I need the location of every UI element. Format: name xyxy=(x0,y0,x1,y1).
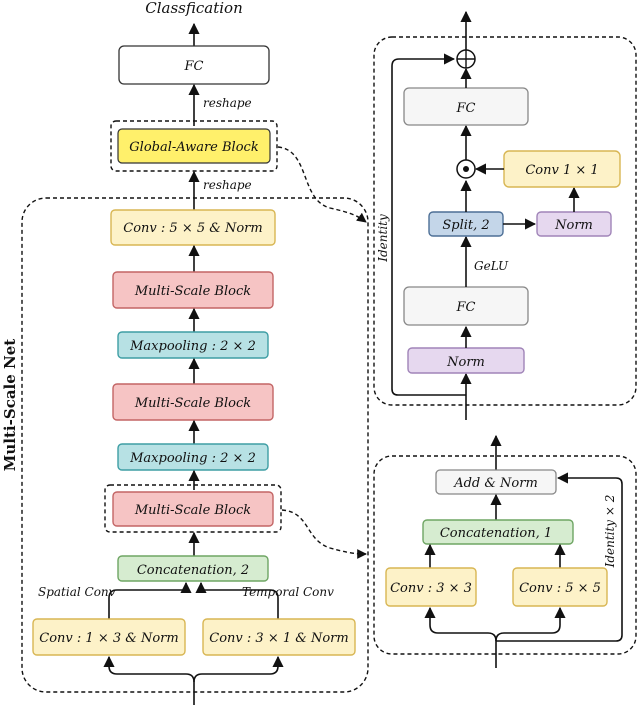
maxpooling-2-label: Maxpooling : 2 × 2 xyxy=(129,339,256,354)
conv-spatial-label: Conv : 1 × 3 & Norm xyxy=(39,631,178,646)
msb-conv5-label: Conv : 5 × 5 xyxy=(519,581,601,596)
global-norm-right-label: Norm xyxy=(554,218,593,233)
multi-scale-block-1 xyxy=(112,491,274,527)
global-aware-block-label: Global-Aware Block xyxy=(129,140,259,155)
concatenation-1-label: Concatenation, 1 xyxy=(440,526,552,541)
reshape-bottom-label: reshape xyxy=(203,178,252,192)
msb-conv5-box xyxy=(512,567,608,607)
conv5-norm-label: Conv : 5 × 5 & Norm xyxy=(123,221,262,236)
msb-conv3-label: Conv : 3 × 3 xyxy=(390,581,472,596)
concatenation-2-label: Concatenation, 2 xyxy=(137,563,249,578)
residual-add-icon xyxy=(456,49,476,69)
multi-scale-block-2-label: Multi-Scale Block xyxy=(134,396,251,411)
msb-conv3-box xyxy=(385,567,477,607)
global-identity-label: Identity xyxy=(376,214,390,263)
connector-msb xyxy=(281,509,367,559)
concatenation-2-box xyxy=(117,555,269,582)
split-2-label: Split, 2 xyxy=(442,218,489,233)
hadamard-product-icon xyxy=(456,159,476,179)
global-aware-block xyxy=(117,128,271,164)
connector-global xyxy=(277,146,367,223)
reshape-top-label: reshape xyxy=(203,96,252,110)
conv1x1-label: Conv 1 × 1 xyxy=(525,163,598,178)
global-norm-bottom-label: Norm xyxy=(446,355,485,370)
maxpooling-1-label: Maxpooling : 2 × 2 xyxy=(129,451,256,466)
multi-scale-detail-panel xyxy=(373,455,637,655)
multi-scale-block-3-label: Multi-Scale Block xyxy=(134,284,251,299)
conv-temporal-box xyxy=(202,618,356,656)
conv-spatial-box xyxy=(32,618,186,656)
spatial-conv-label: Spatial Conv xyxy=(38,585,116,599)
classification-title: Classfication xyxy=(145,0,242,17)
msb-identity-label: Identity × 2 xyxy=(603,495,617,569)
concatenation-1-box xyxy=(422,519,574,545)
global-fc-top-label: FC xyxy=(456,101,476,116)
conv-temporal-label: Conv : 3 × 1 & Norm xyxy=(209,631,348,646)
multi-scale-net-region xyxy=(21,197,369,693)
global-aware-detail-panel xyxy=(373,36,637,406)
fc-label: FC xyxy=(184,59,204,74)
multi-scale-net-label: Multi-Scale Net xyxy=(1,339,19,471)
temporal-conv-label: Temporal Conv xyxy=(242,585,334,599)
global-fc-bottom-label: FC xyxy=(456,300,476,315)
multi-scale-block-1-label: Multi-Scale Block xyxy=(134,503,251,518)
gelu-label: GeLU xyxy=(474,259,509,273)
add-norm-label: Add & Norm xyxy=(453,476,538,491)
